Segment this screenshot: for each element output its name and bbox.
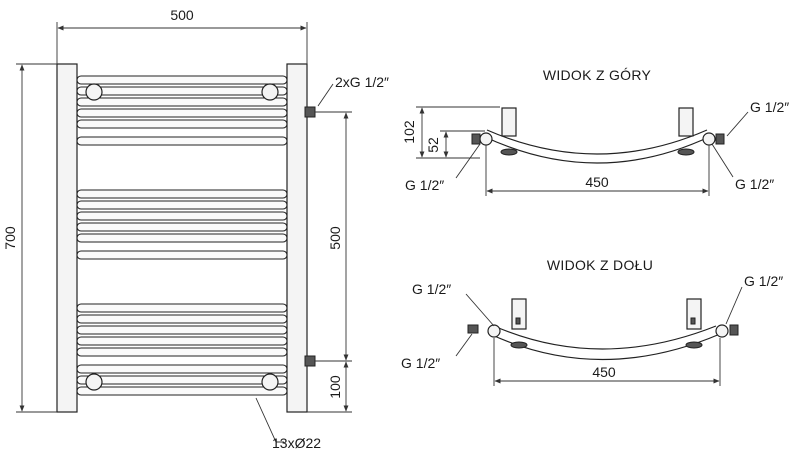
top-span-dim-label: 450: [585, 174, 609, 190]
top-label-top-right: G 1/2″: [750, 99, 789, 115]
inner-dim-label: 500: [327, 226, 343, 250]
top-label-bottom-right: G 1/2″: [735, 176, 774, 192]
top-collector-left-base: [500, 148, 518, 156]
top-collector-right-base: [677, 148, 695, 156]
top-valve-right: [715, 133, 725, 145]
tube-8: [76, 200, 288, 210]
tube-15: [76, 325, 288, 335]
bottom-valve-right: [729, 324, 739, 336]
knob-top-right: [261, 83, 279, 101]
top-port-left: [479, 132, 493, 146]
tube-16: [76, 336, 288, 346]
tube-2: [76, 86, 288, 96]
bottom-port-right: [715, 324, 729, 338]
front-view: 500 700 500 100 2xG 1/2″ 13xØ22: [2, 7, 389, 451]
bottom-collector-right-base: [685, 341, 703, 349]
tubes-label: 13xØ22: [272, 435, 321, 451]
connection-label: 2xG 1/2″: [335, 74, 389, 90]
bottom-label-bl-leader: [455, 333, 473, 357]
bottom-view: WIDOK Z DOŁU 450 G 1/2″ G 1/2″ G 1/2″: [401, 257, 783, 386]
knob-bottom-right: [261, 373, 279, 391]
tube-1: [76, 75, 288, 85]
width-dim-label: 500: [170, 7, 194, 23]
bottom-port-left: [487, 324, 501, 338]
bottom-label-tr-leader: [725, 286, 743, 325]
knob-top-left: [85, 83, 103, 101]
top-view-title: WIDOK Z GÓRY: [543, 67, 652, 83]
tube-19: [76, 375, 288, 385]
tube-4: [76, 108, 288, 118]
left-rail: [56, 63, 78, 413]
bottom-label-bottom-left: G 1/2″: [401, 355, 440, 371]
tube-17: [76, 347, 288, 357]
tube-5: [76, 119, 288, 129]
tubes-leader: [255, 397, 284, 443]
tube-14: [76, 314, 288, 324]
offset52-dim-label: 52: [425, 137, 441, 153]
tube-9: [76, 211, 288, 221]
bottom-span-dim-label: 450: [592, 364, 616, 380]
bottom-collector-left-base: [510, 341, 528, 349]
tube-6: [76, 136, 288, 146]
tube-12: [76, 250, 288, 260]
tube-20: [76, 386, 288, 396]
top-label-bl-leader: [455, 143, 481, 179]
height-dim-label: 700: [2, 226, 18, 250]
tube-10: [76, 222, 288, 232]
tube-11: [76, 233, 288, 243]
top-collector-right: [678, 107, 694, 137]
top-label-tr-leader: [726, 111, 749, 137]
top-curve-inner: [486, 129, 708, 155]
bottom-collector-right-mark: [690, 317, 696, 325]
bottom-valve-left: [467, 324, 479, 334]
valve-top: [304, 106, 316, 118]
top-label-br-leader: [711, 143, 734, 178]
bottom-label-top-right: G 1/2″: [744, 273, 783, 289]
knob-bottom-left: [85, 373, 103, 391]
top-label-bottom-left: G 1/2″: [405, 177, 444, 193]
bottom-curve-inner: [493, 325, 717, 350]
bottom-collector-left-mark: [515, 317, 521, 325]
offset-dim-label: 100: [327, 375, 343, 399]
connection-leader: [317, 83, 334, 107]
top-valve-left: [471, 133, 481, 145]
tube-group: [76, 75, 288, 396]
top-view: WIDOK Z GÓRY 102 52 450 G 1/2″ G 1/2″: [401, 67, 789, 196]
top-port-right: [702, 132, 716, 146]
top-collector-left: [501, 107, 517, 137]
tube-3: [76, 97, 288, 107]
tube-13: [76, 303, 288, 313]
bottom-label-top-left: G 1/2″: [412, 281, 451, 297]
connection-knobs: [85, 83, 279, 391]
valve-bottom: [304, 355, 316, 367]
depth-dim-label: 102: [401, 120, 417, 144]
bottom-view-title: WIDOK Z DOŁU: [547, 257, 653, 273]
tube-7: [76, 189, 288, 199]
tube-18: [76, 364, 288, 374]
top-curve-outer: [482, 135, 712, 164]
bottom-label-tl-leader: [465, 293, 495, 327]
right-rail: [286, 63, 308, 413]
